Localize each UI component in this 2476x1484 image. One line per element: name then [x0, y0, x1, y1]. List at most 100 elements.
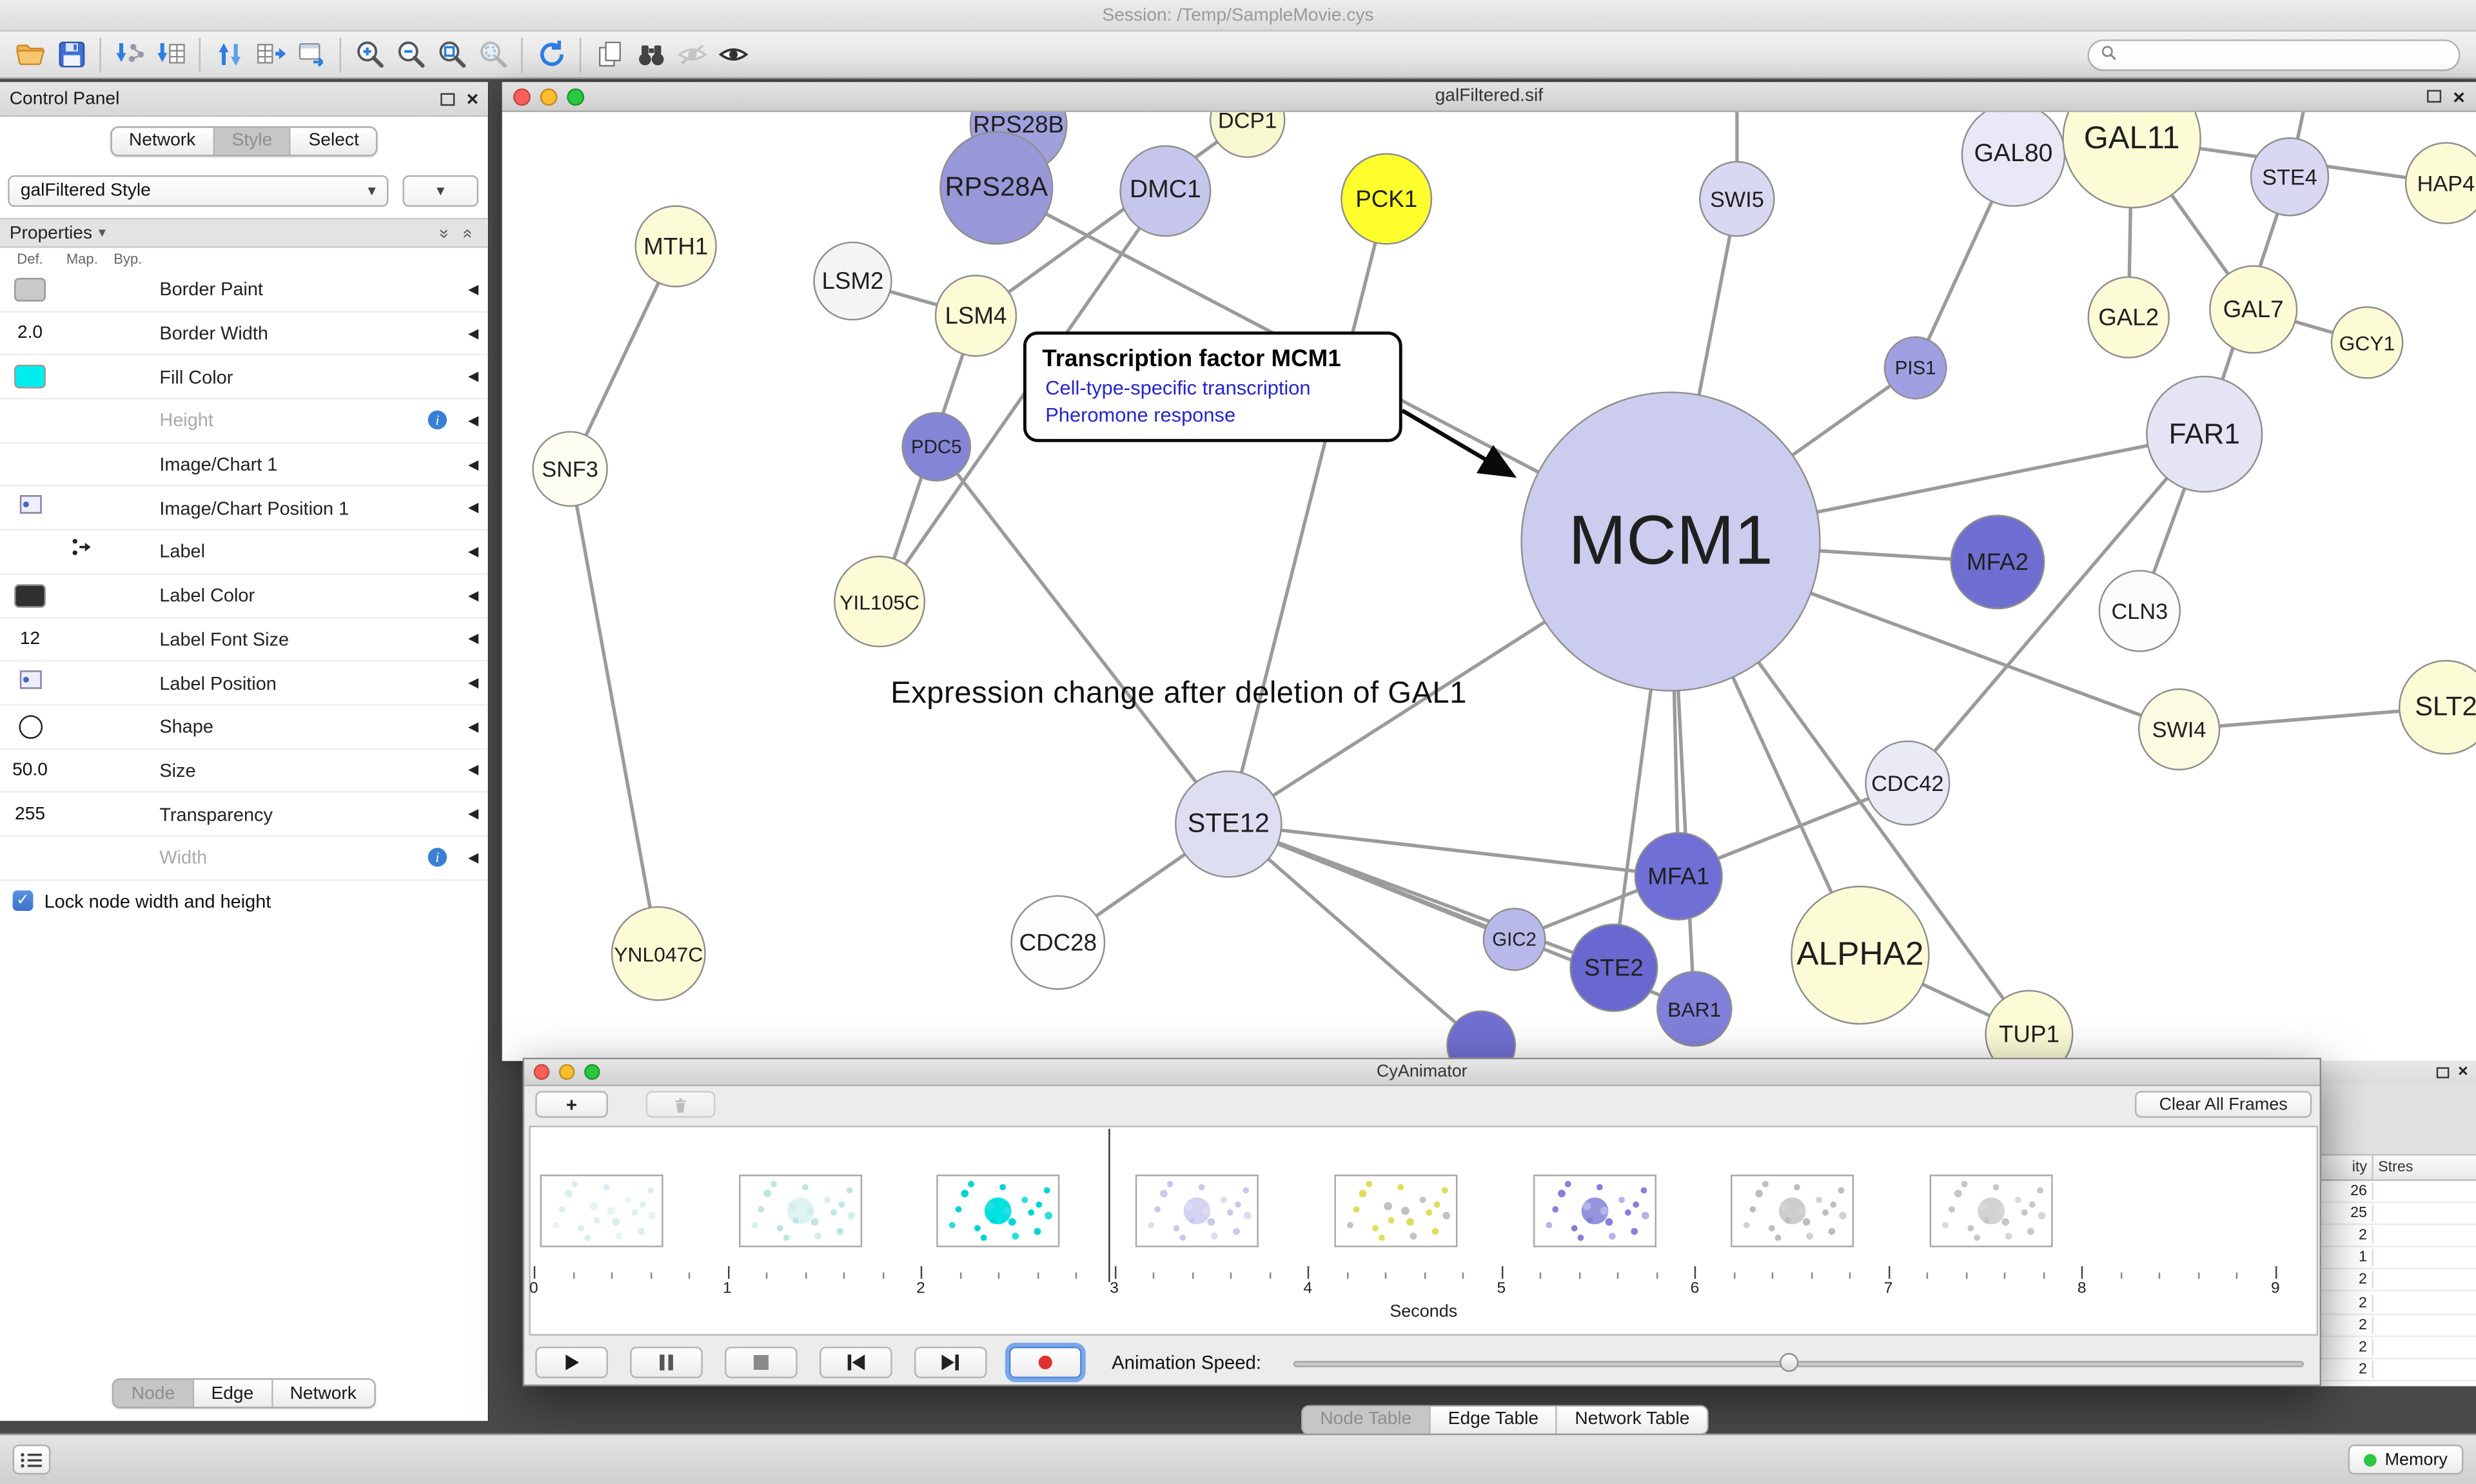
expand-row-icon[interactable]: ◀ [468, 324, 479, 340]
open-session-icon[interactable] [10, 34, 51, 75]
network-node-dmc1[interactable]: DMC1 [1119, 145, 1212, 237]
mapping-cell[interactable] [60, 312, 104, 354]
network-node-cln3[interactable]: CLN3 [2098, 570, 2181, 652]
import-network-icon[interactable] [109, 34, 150, 75]
bypass-cell[interactable] [104, 837, 152, 879]
play-button[interactable] [535, 1346, 608, 1378]
frame-thumbnail-7[interactable] [1731, 1175, 1854, 1247]
frame-thumbnail-8[interactable] [1929, 1175, 2053, 1247]
bypass-cell[interactable] [104, 268, 152, 310]
show-all-icon[interactable] [712, 34, 753, 75]
expand-row-icon[interactable]: ◀ [468, 499, 479, 516]
minimize-window-icon[interactable] [540, 87, 558, 105]
bypass-cell[interactable] [104, 749, 152, 791]
network-node-lsm4[interactable]: LSM4 [934, 275, 1017, 357]
bypass-cell[interactable] [104, 531, 152, 572]
tab-network[interactable]: Network [272, 1380, 374, 1407]
close-panel-icon[interactable]: × [2457, 1062, 2468, 1082]
tab-select[interactable]: Select [291, 127, 377, 154]
slider-thumb[interactable] [1779, 1352, 1798, 1372]
network-node-swi4[interactable]: SWI4 [2137, 688, 2221, 771]
import-table-icon[interactable] [150, 34, 192, 75]
bypass-cell[interactable] [104, 400, 152, 442]
network-node-cdc28[interactable]: CDC28 [1010, 895, 1106, 990]
default-value-cell[interactable] [0, 487, 60, 529]
memory-button[interactable]: Memory [2348, 1444, 2464, 1475]
expand-row-icon[interactable]: ◀ [468, 543, 479, 559]
table-row[interactable]: 2 [2319, 1270, 2476, 1293]
network-node-ste4[interactable]: STE4 [2250, 137, 2330, 217]
network-node-mcm1[interactable]: MCM1 [1520, 391, 1821, 692]
default-value-cell[interactable] [0, 356, 60, 398]
animation-speed-slider[interactable] [1293, 1347, 2304, 1378]
tab-node[interactable]: Node [113, 1380, 194, 1407]
stop-button[interactable] [725, 1346, 798, 1378]
float-panel-icon[interactable] [2435, 1067, 2449, 1079]
network-node-swi5[interactable]: SWI5 [1699, 161, 1775, 237]
mapping-cell[interactable] [60, 705, 104, 747]
canvas-annotation-text[interactable]: Expression change after deletion of GAL1 [890, 677, 1467, 711]
default-value-cell[interactable] [0, 705, 60, 747]
bypass-cell[interactable] [104, 793, 152, 835]
expand-row-icon[interactable]: ◀ [468, 674, 479, 690]
table-row[interactable]: 2 [2319, 1292, 2476, 1314]
pause-button[interactable] [630, 1346, 703, 1378]
network-node-unlabeled[interactable] [1446, 1010, 1517, 1061]
export-table-icon[interactable] [250, 34, 291, 75]
close-window-icon[interactable] [533, 1064, 550, 1080]
zoom-out-icon[interactable] [390, 34, 431, 75]
mapping-cell[interactable] [60, 618, 104, 660]
network-node-gal11[interactable]: GAL11 [2062, 112, 2201, 209]
next-frame-button[interactable] [914, 1346, 987, 1378]
clear-all-frames-button[interactable]: Clear All Frames [2135, 1091, 2312, 1118]
default-value-cell[interactable] [0, 531, 60, 572]
add-frame-button[interactable]: + [535, 1091, 608, 1118]
network-node-ste12[interactable]: STE12 [1175, 770, 1282, 878]
mapping-cell[interactable] [60, 487, 104, 529]
default-value-cell[interactable] [0, 662, 60, 704]
duplicate-icon[interactable] [589, 34, 630, 75]
expand-row-icon[interactable]: ◀ [468, 368, 479, 384]
bypass-cell[interactable] [104, 444, 152, 485]
table-row[interactable]: 2 [2319, 1225, 2476, 1248]
network-node-bar1[interactable]: BAR1 [1656, 971, 1733, 1047]
mapping-cell[interactable] [60, 444, 104, 485]
bypass-cell[interactable] [104, 312, 152, 354]
expand-row-icon[interactable]: ◀ [468, 630, 479, 647]
table-row[interactable]: 1 [2319, 1247, 2476, 1270]
tab-edge-table[interactable]: Edge Table [1430, 1405, 1558, 1433]
default-value-cell[interactable]: 2.0 [0, 312, 60, 354]
network-node-pis1[interactable]: PIS1 [1883, 336, 1947, 400]
expand-row-icon[interactable]: ◀ [468, 761, 479, 777]
bypass-cell[interactable] [104, 662, 152, 704]
network-node-yil105c[interactable]: YIL105C [834, 556, 926, 648]
network-node-gal7[interactable]: GAL7 [2209, 265, 2298, 354]
network-node-mfa2[interactable]: MFA2 [1950, 514, 2045, 610]
column-header[interactable]: Stres [2378, 1158, 2413, 1176]
zoom-window-icon[interactable] [584, 1064, 600, 1080]
network-node-snf3[interactable]: SNF3 [532, 431, 608, 507]
network-node-ynl047c[interactable]: YNL047C [611, 906, 706, 1001]
tab-node-table[interactable]: Node Table [1302, 1405, 1431, 1433]
default-value-cell[interactable] [0, 837, 60, 879]
expand-row-icon[interactable]: ◀ [468, 455, 479, 472]
frame-thumbnail-4[interactable] [1135, 1175, 1259, 1247]
table-row[interactable]: 2 [2319, 1314, 2476, 1337]
annotation-link[interactable]: Cell-type-specific transcription [1045, 377, 1311, 400]
table-row[interactable]: 25 [2319, 1203, 2476, 1225]
network-node-gic2[interactable]: GIC2 [1482, 908, 1546, 971]
frame-thumbnail-2[interactable] [738, 1175, 862, 1247]
expand-all-icon[interactable]: » [434, 228, 453, 238]
zoom-fit-icon[interactable] [431, 34, 473, 75]
frame-thumbnail-3[interactable] [937, 1175, 1061, 1247]
default-value-cell[interactable] [0, 444, 60, 485]
tab-network[interactable]: Network [111, 127, 215, 154]
style-options-button[interactable]: ▾ [402, 175, 479, 207]
mapping-cell[interactable] [60, 356, 104, 398]
collapse-all-icon[interactable]: « [458, 228, 477, 238]
new-network-window-icon[interactable] [291, 34, 332, 75]
table-row[interactable]: 26 [2319, 1181, 2476, 1204]
properties-section-header[interactable]: Properties ▾ » « [0, 217, 488, 248]
zoom-in-icon[interactable] [349, 34, 390, 75]
float-window-icon[interactable] [2428, 90, 2442, 103]
